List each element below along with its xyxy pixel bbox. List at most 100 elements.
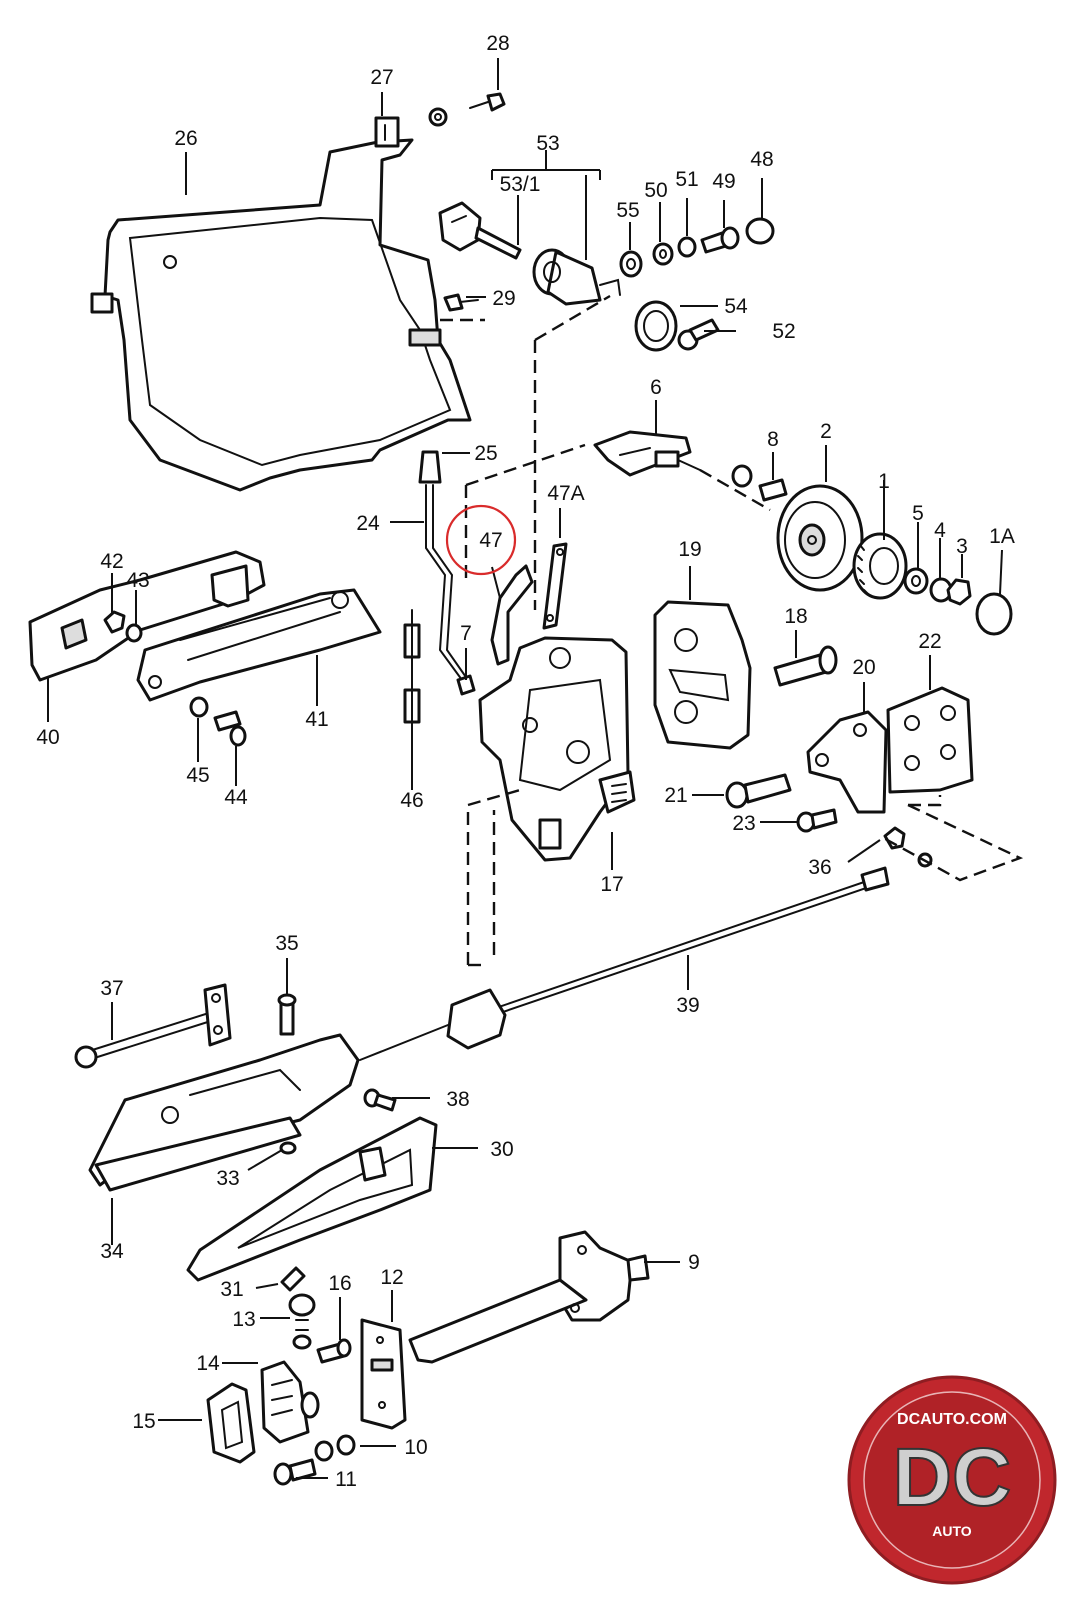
callout-7: 7 (460, 622, 472, 645)
part-1A-cap (975, 592, 1013, 636)
logo-sub-text: AUTO (932, 1523, 972, 1539)
callout-39: 39 (676, 994, 699, 1017)
highlight-circle (445, 504, 517, 576)
part-15-gasket (206, 1382, 256, 1464)
part-48-cap (745, 217, 775, 245)
callout-54: 54 (724, 295, 748, 318)
callout-49: 49 (712, 170, 735, 193)
part-26-trim-panel (90, 116, 472, 492)
part-8-screw (731, 464, 788, 502)
callout-45: 45 (186, 764, 209, 787)
part-37-link (74, 983, 232, 1069)
callout-20: 20 (852, 656, 875, 679)
callout-12: 12 (380, 1266, 403, 1289)
dcauto-logo: DCAUTO.COM DC AUTO (847, 1375, 1057, 1585)
callout-53-1: 53/1 (500, 173, 541, 196)
callout-1A: 1A (989, 525, 1015, 548)
part-9-check-strap (408, 1230, 650, 1364)
logo-site-text: DCAUTO.COM (897, 1411, 1007, 1428)
callout-40: 40 (36, 726, 59, 749)
part-40-cover (28, 550, 266, 682)
part-25-knob (418, 450, 442, 484)
callout-19: 19 (678, 538, 701, 561)
callout-31: 31 (220, 1278, 243, 1301)
callout-29: 29 (492, 287, 515, 310)
part-35-pin (277, 993, 297, 1036)
callout-27: 27 (370, 66, 393, 89)
callout-22: 22 (918, 630, 941, 653)
callout-3: 3 (956, 535, 968, 558)
callout-48: 48 (750, 148, 773, 171)
part-29-screw (443, 293, 479, 312)
part-17-lock-assembly (478, 636, 636, 862)
part-22-plate (886, 686, 974, 794)
part-18-bolt (773, 645, 838, 687)
part-31-screw (280, 1266, 306, 1292)
callout-35: 35 (275, 932, 298, 955)
callout-2: 2 (820, 420, 832, 443)
part-52-lever (677, 318, 720, 351)
part-38-screw (363, 1088, 397, 1112)
part-50-washer (652, 242, 674, 266)
callout-55: 55 (616, 199, 639, 222)
part-21-bolt (725, 773, 792, 809)
callout-15: 15 (132, 1410, 155, 1433)
part-41-handle-mechanism (136, 588, 382, 702)
part-2-pulley (776, 484, 864, 592)
callout-28: 28 (486, 32, 509, 55)
part-53-1-key (438, 201, 522, 260)
callout-10: 10 (404, 1436, 427, 1459)
part-51-clip (677, 236, 697, 258)
callout-33: 33 (216, 1167, 239, 1190)
part-20-bracket (806, 710, 888, 814)
callout-6: 6 (650, 376, 662, 399)
callout-11: 11 (335, 1468, 357, 1491)
part-13-screw (288, 1293, 316, 1350)
part-30-bezel (186, 1116, 438, 1282)
callout-44: 44 (224, 786, 248, 809)
callout-41: 41 (305, 708, 328, 731)
callout-47A: 47A (547, 482, 584, 505)
part-19-striker (653, 600, 752, 750)
callout-53: 53 (536, 132, 559, 155)
callout-13: 13 (232, 1308, 255, 1331)
part-3-nut (946, 578, 972, 606)
part-43-washer (125, 623, 143, 643)
callout-34: 34 (100, 1240, 124, 1263)
part-33-clip (279, 1141, 297, 1155)
callout-8: 8 (767, 428, 779, 451)
callout-23: 23 (732, 812, 755, 835)
callout-47: 47 (479, 529, 502, 552)
callout-16: 16 (328, 1272, 351, 1295)
callout-52: 52 (772, 320, 795, 343)
part-54-seal (634, 300, 678, 352)
callout-30: 30 (490, 1138, 513, 1161)
callout-24: 24 (356, 512, 380, 535)
callout-4: 4 (934, 519, 946, 542)
part-6-bracket (593, 430, 701, 477)
callout-25: 25 (474, 442, 497, 465)
callout-17: 17 (600, 873, 623, 896)
part-1-gear (852, 532, 908, 600)
callout-14: 14 (196, 1352, 220, 1375)
callout-21: 21 (664, 784, 687, 807)
callouts: 1 1A 2 3 4 5 6 7 8 9 10 11 12 13 14 15 1… (36, 32, 1015, 1491)
callout-50: 50 (644, 179, 667, 202)
part-28-screw (428, 92, 506, 127)
part-44-screw (213, 710, 247, 747)
part-46-link (403, 609, 421, 761)
callout-43: 43 (126, 569, 149, 592)
part-10-washer (314, 1434, 356, 1462)
callout-36: 36 (808, 856, 831, 879)
callout-46: 46 (400, 789, 423, 812)
part-11-screw (273, 1458, 317, 1486)
logo-mark: DC (893, 1432, 1011, 1523)
callout-18: 18 (784, 605, 807, 628)
part-12-plate (360, 1318, 407, 1430)
part-45-washer (189, 696, 209, 718)
callout-1: 1 (878, 470, 890, 493)
part-5-washer (903, 567, 929, 595)
callout-51: 51 (675, 168, 698, 191)
part-23-screw (796, 808, 838, 833)
